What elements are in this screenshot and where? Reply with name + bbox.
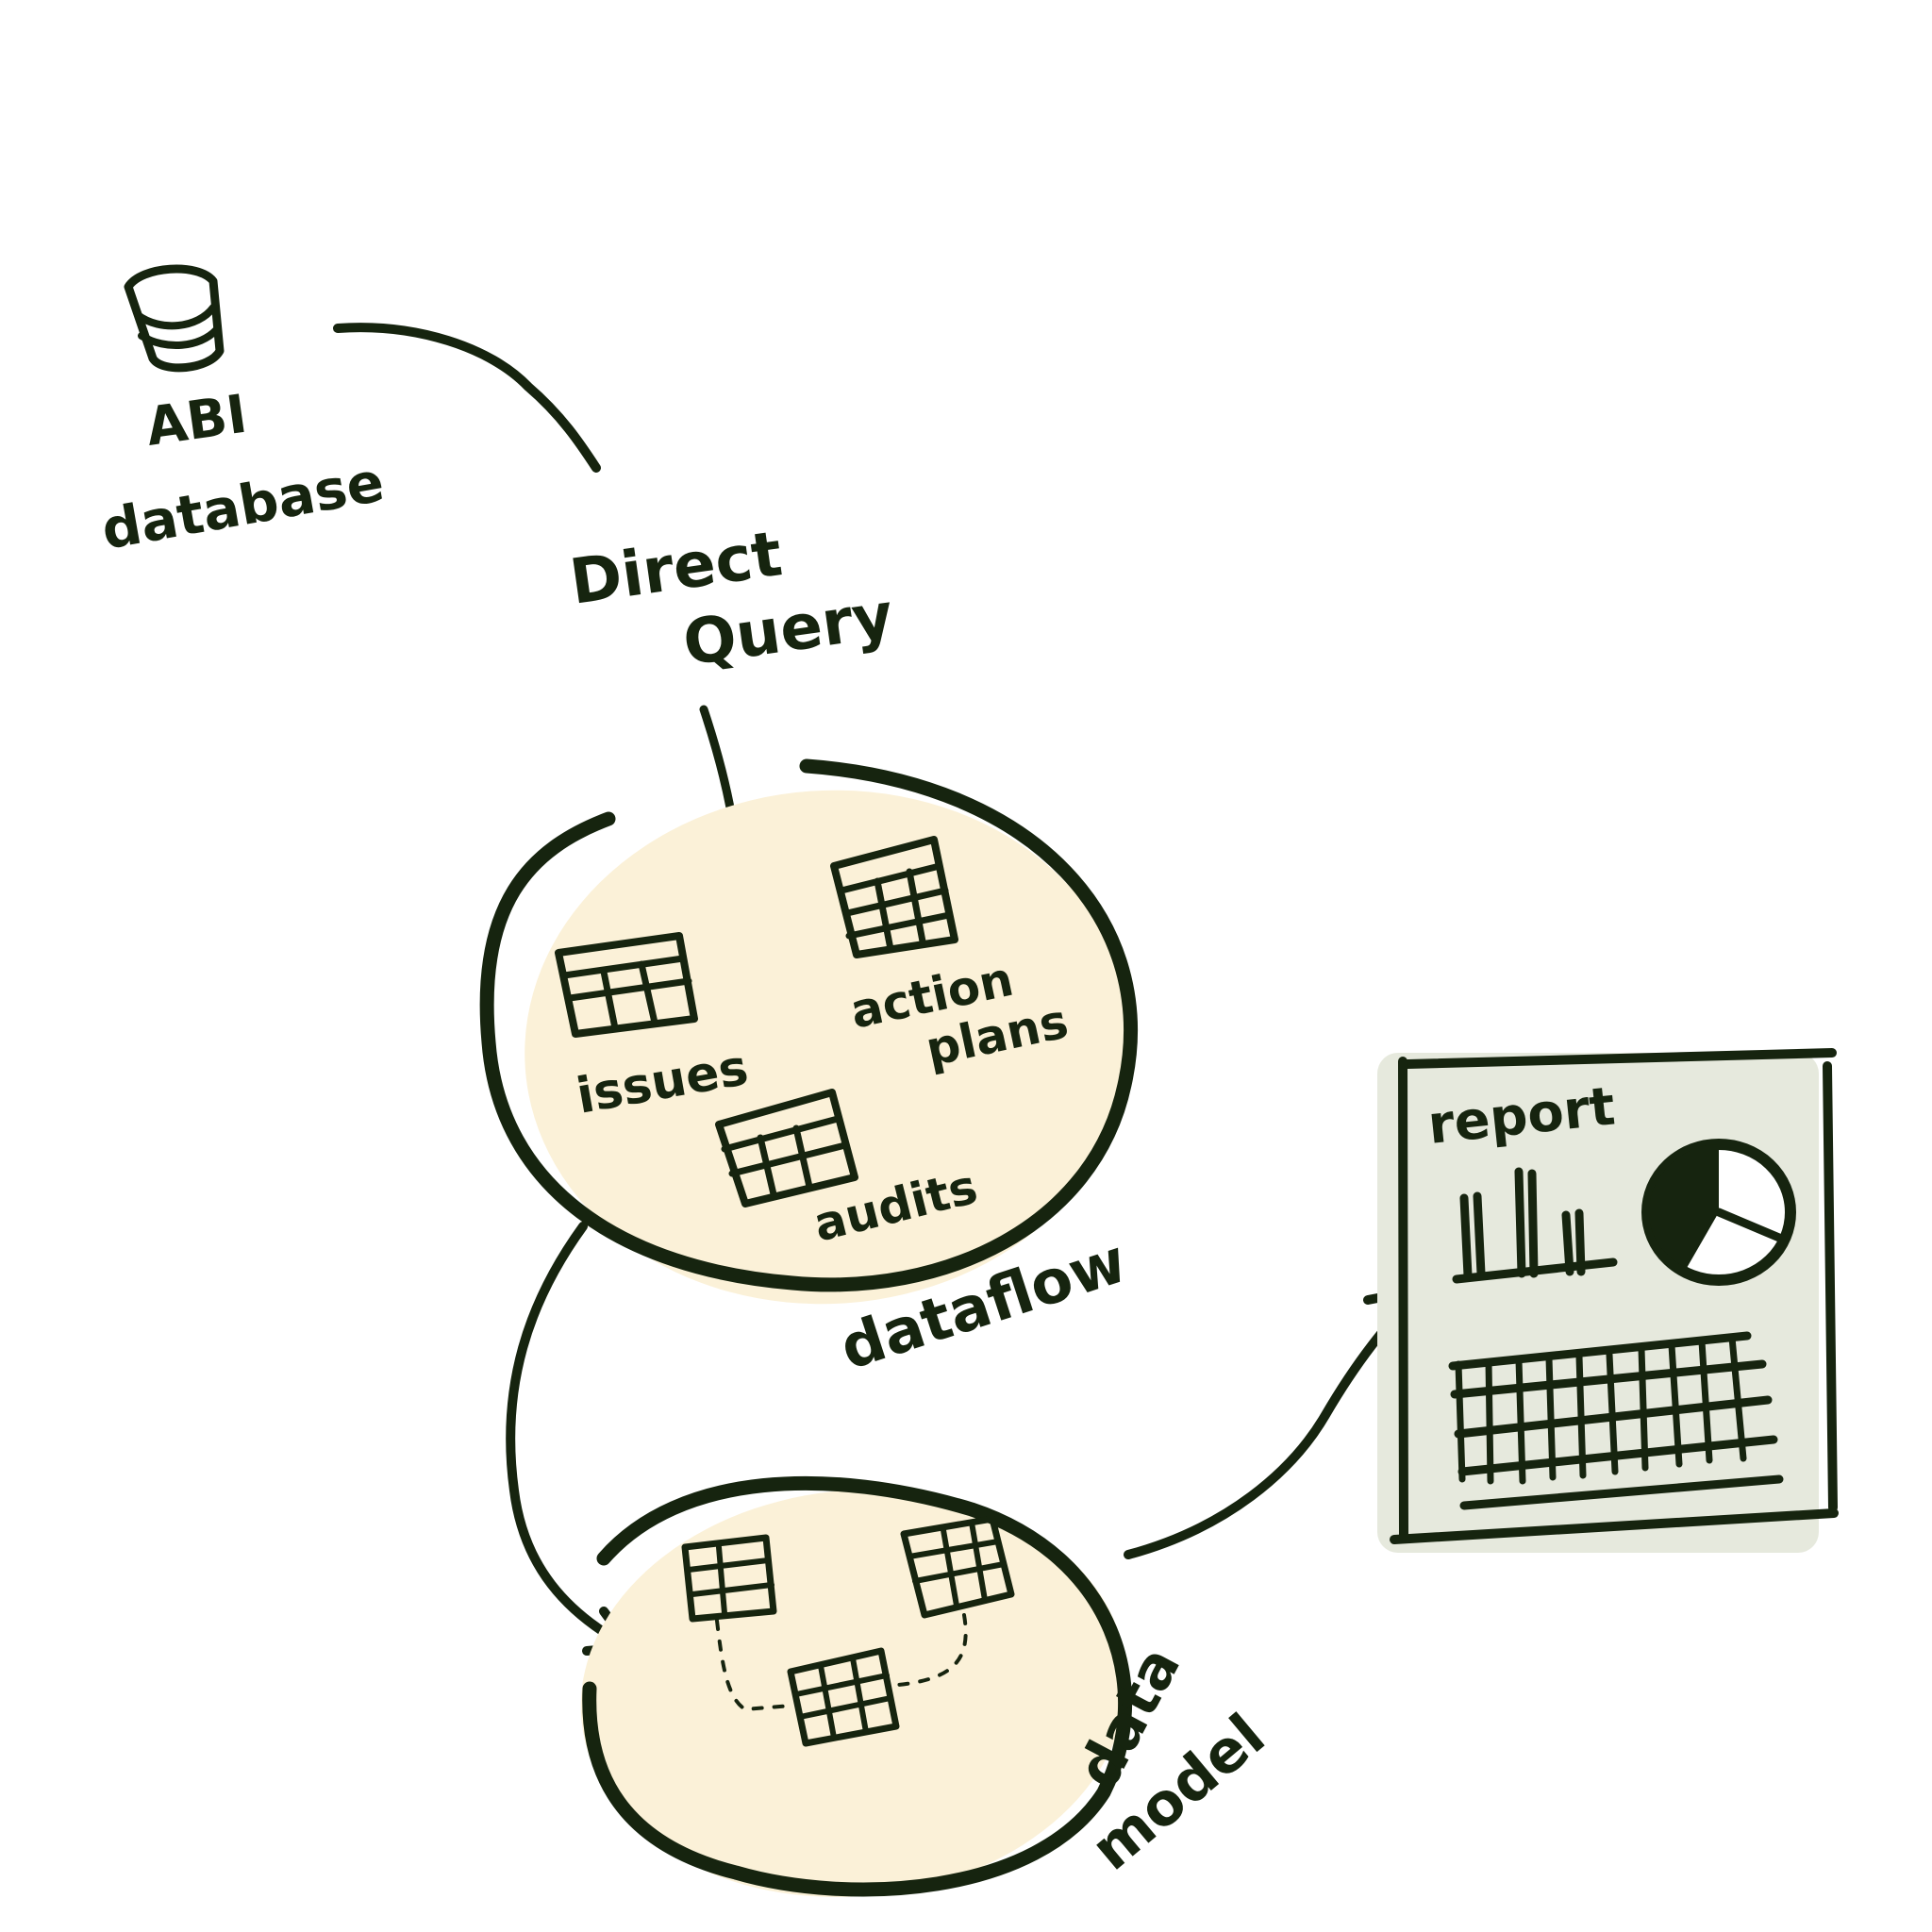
bar-chart-icon (1452, 1167, 1618, 1284)
database-label-line1: ABI (142, 384, 251, 458)
audits-table-icon (715, 1089, 858, 1208)
datamodel-table-icon-right (900, 1515, 1015, 1619)
datamodel-table-icon-center (787, 1647, 900, 1747)
relationship-lines (715, 1613, 968, 1711)
datamodel-container (580, 1475, 1133, 1897)
dataflow-container (479, 758, 1139, 1305)
issues-table-icon (555, 932, 698, 1038)
database-cylinder-icon (124, 264, 225, 373)
action-plans-table-icon (830, 836, 958, 958)
datamodel-to-report-arrow (1124, 1286, 1422, 1559)
database-to-directquery-arrow (333, 323, 601, 473)
dataflow-to-datamodel-arrow (506, 1222, 635, 1656)
datamodel-table-icon-left (681, 1534, 777, 1623)
database-label-line2: database (97, 449, 389, 561)
table-grid-icon (1448, 1331, 1784, 1510)
pie-chart-icon (1641, 1139, 1796, 1286)
